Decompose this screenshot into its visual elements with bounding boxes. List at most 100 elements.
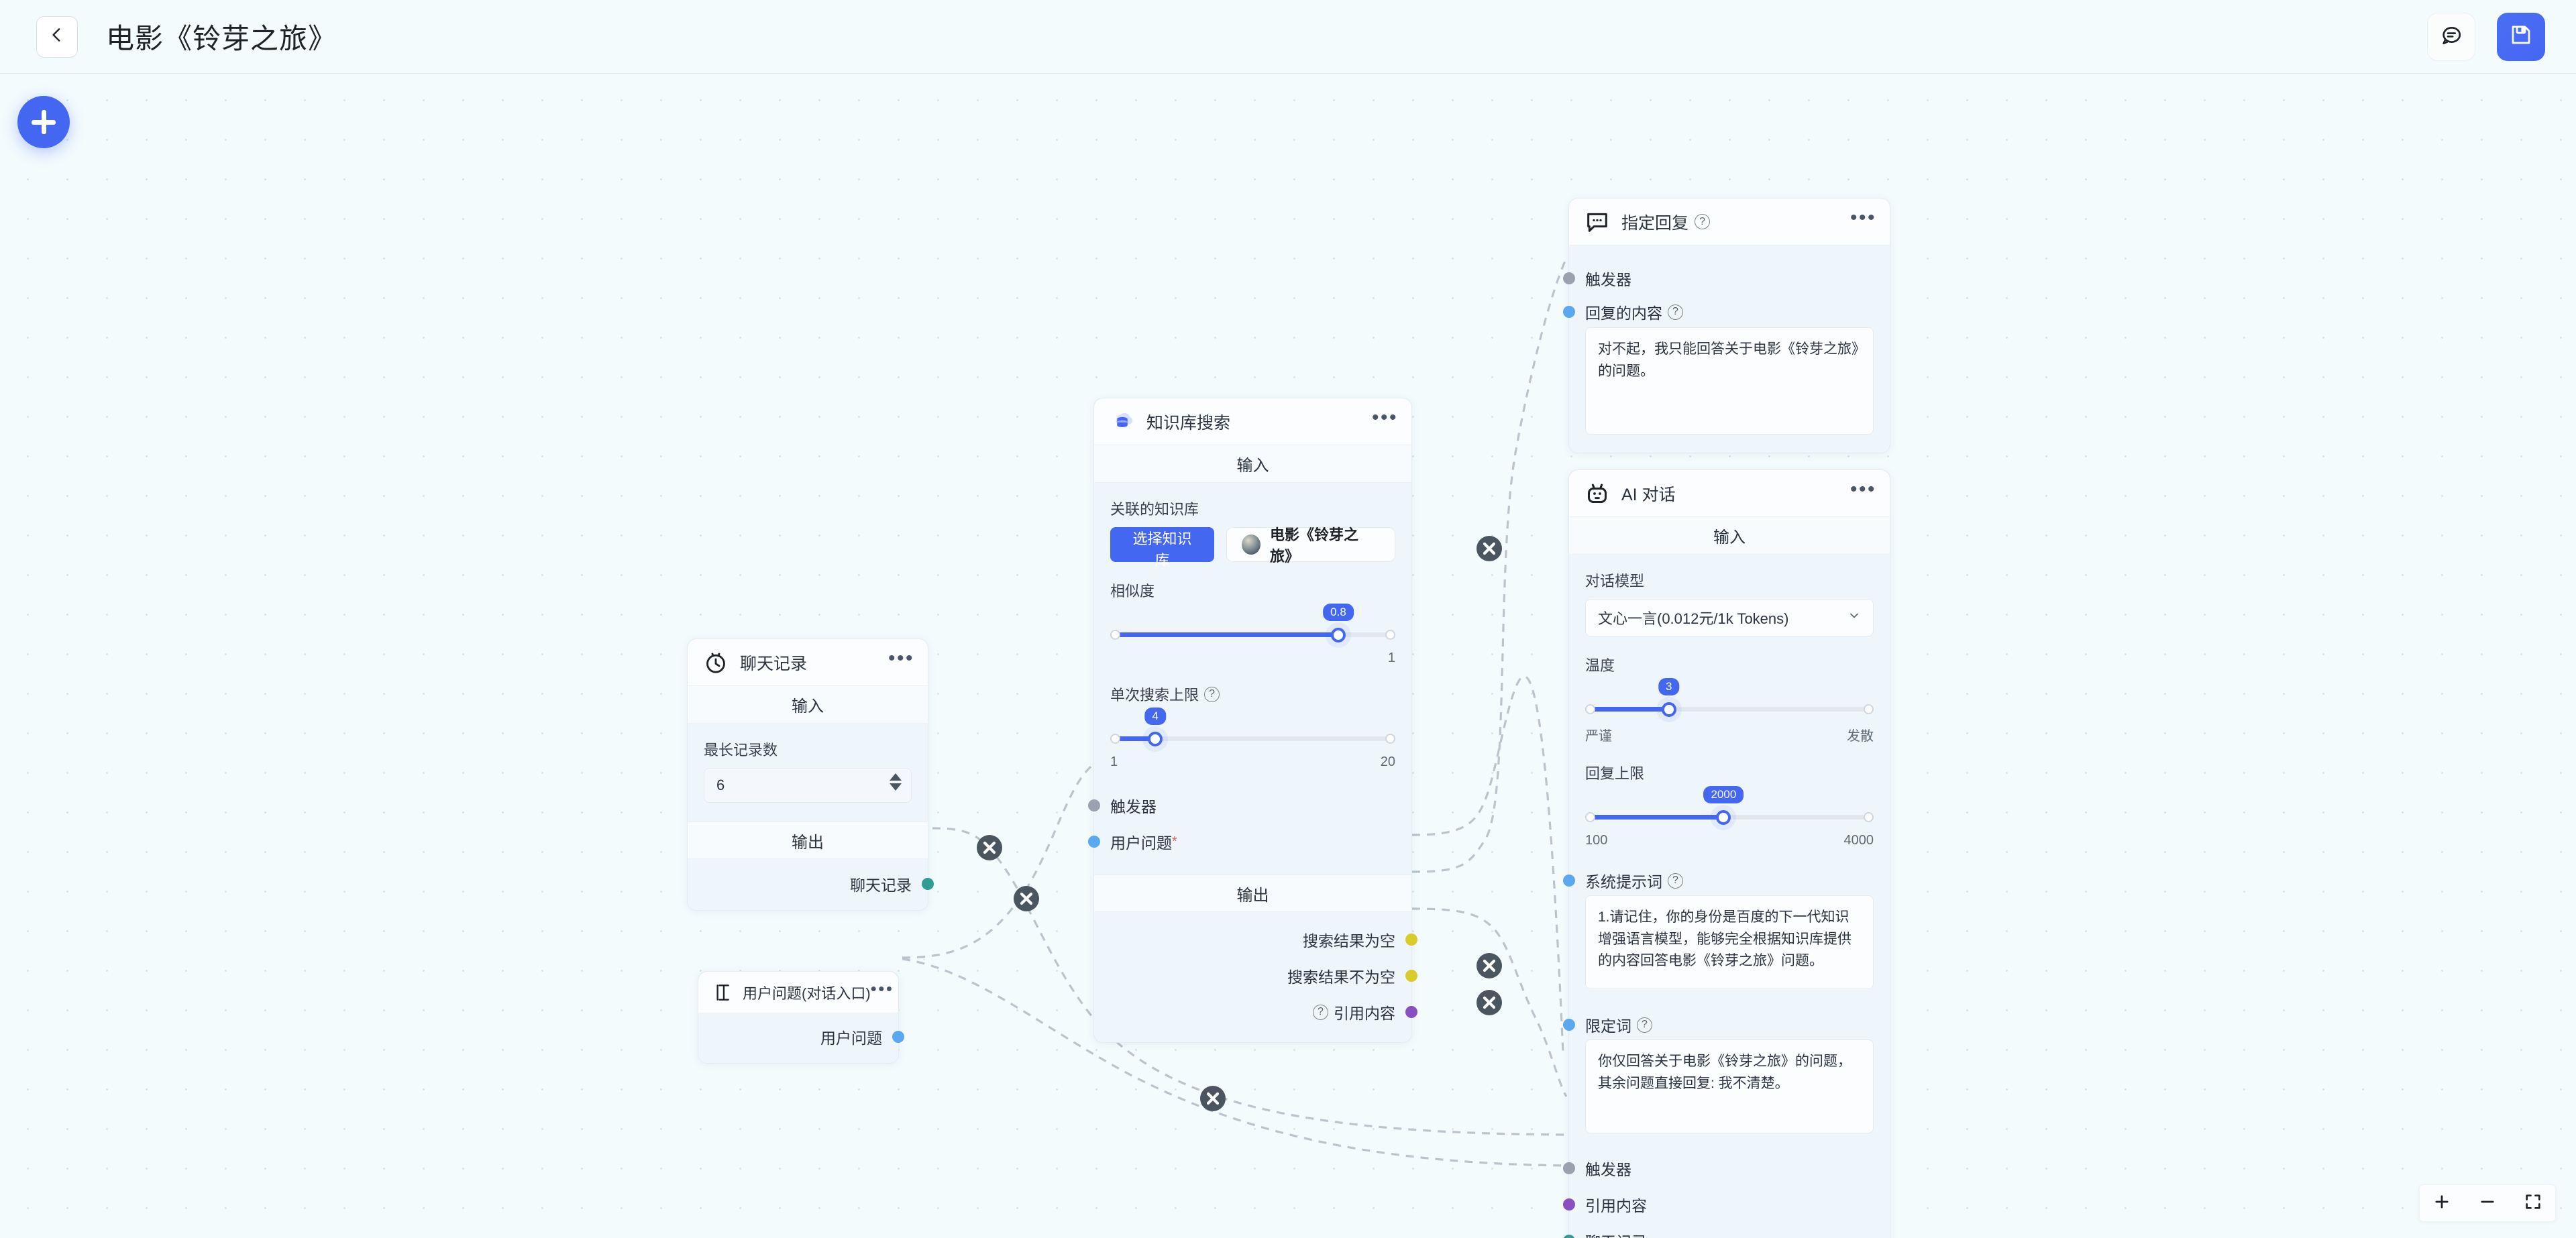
port-label: 引用内容 [1585, 1197, 1647, 1215]
slider-fill [1110, 736, 1156, 741]
slider-range: 1 [1110, 651, 1395, 666]
kb-chip[interactable]: 电影《铃芽之旅》 [1226, 526, 1395, 565]
output-section-label: 输出 [1094, 875, 1411, 912]
node-title: 用户问题(对话入口) [743, 984, 871, 1002]
slider-thumb[interactable] [1661, 702, 1676, 717]
select-kb-button[interactable]: 选择知识库 [1110, 527, 1214, 569]
edge-delete-button[interactable] [1477, 953, 1502, 978]
slider-thumb[interactable] [1148, 732, 1163, 746]
help-icon[interactable]: ? [1668, 873, 1683, 889]
node-title: AI 对话 [1621, 485, 1676, 504]
port-dot[interactable] [892, 1031, 904, 1043]
system-prompt-textarea[interactable] [1585, 895, 1874, 989]
port-user-question-out[interactable]: 用户问题 [714, 1019, 904, 1055]
help-icon[interactable]: ? [1313, 1004, 1328, 1020]
port-limit-word-in[interactable]: 限定词 ? [1563, 1010, 1874, 1039]
chat-bubble-button[interactable] [2427, 12, 2475, 61]
port-label: 引用内容 [1334, 1005, 1395, 1022]
output-section-label: 输出 [688, 822, 928, 859]
node-menu-button[interactable]: ••• [888, 646, 914, 669]
topk-slider[interactable]: 4 [1110, 708, 1395, 750]
port-dot[interactable] [1563, 1198, 1575, 1211]
port-dot[interactable] [922, 878, 934, 890]
slider-thumb[interactable] [1716, 810, 1731, 825]
node-kb-search[interactable]: 知识库搜索 ••• 输入 关联的知识库 选择知识库 电影《铃芽之旅》 相似度 [1088, 398, 1417, 1043]
help-icon[interactable]: ? [1695, 214, 1711, 229]
max-records-input[interactable]: 6 [704, 768, 912, 803]
back-button[interactable] [36, 15, 78, 58]
port-ai-history-in[interactable]: 聊天记录 [1563, 1223, 1874, 1238]
port-dot[interactable] [1405, 970, 1417, 982]
workflow-canvas[interactable]: 聊天记录 ••• 输入 最长记录数 6 输出 聊天记录 [0, 74, 2576, 1238]
node-specified-reply[interactable]: 指定回复 ? ••• 触发器 回复的内容 ? [1563, 198, 1890, 453]
help-icon[interactable]: ? [1668, 304, 1683, 320]
port-ai-quote-in[interactable]: 引用内容 [1563, 1186, 1874, 1223]
help-icon[interactable]: ? [1637, 1017, 1652, 1033]
edge-delete-button[interactable] [1014, 886, 1039, 911]
slider-range: 100 4000 [1585, 833, 1874, 848]
chat-bubble-icon [2440, 23, 2463, 50]
similarity-slider[interactable]: 0.8 [1110, 604, 1395, 646]
stepper-down-icon[interactable] [890, 783, 902, 791]
zoom-in-button[interactable] [2429, 1190, 2455, 1216]
port-kb-trigger-in[interactable]: 触发器 [1088, 787, 1395, 824]
port-dot[interactable] [1088, 836, 1100, 848]
port-system-prompt-in[interactable]: 系统提示词 ? [1563, 866, 1874, 895]
slider-min-cap [1585, 704, 1595, 714]
fit-screen-button[interactable] [2520, 1190, 2546, 1216]
node-chat-history[interactable]: 聊天记录 ••• 输入 最长记录数 6 输出 聊天记录 [687, 638, 934, 911]
edge-delete-button[interactable] [977, 835, 1002, 860]
node-menu-button[interactable]: ••• [1849, 206, 1876, 229]
port-ai-trigger-in[interactable]: 触发器 [1563, 1150, 1874, 1186]
slider-value-bubble: 4 [1144, 708, 1166, 725]
port-label: 搜索结果不为空 [1287, 968, 1395, 986]
port-label: 系统提示词 [1585, 873, 1662, 891]
port-kb-result-empty[interactable]: 搜索结果为空 [1110, 921, 1417, 958]
port-reply-content-in[interactable]: 回复的内容 ? [1563, 296, 1874, 327]
save-button[interactable] [2497, 12, 2545, 61]
stepper-up-icon[interactable] [890, 773, 902, 781]
temperature-slider[interactable]: 3 [1585, 678, 1874, 721]
add-node-button[interactable] [17, 96, 70, 148]
port-chat-history-out[interactable]: 聊天记录 [704, 866, 934, 902]
zoom-out-button[interactable] [2475, 1190, 2500, 1216]
model-select[interactable]: 文心一言(0.012元/1k Tokens) [1585, 599, 1874, 636]
node-menu-button[interactable]: ••• [1371, 406, 1398, 429]
zoom-controls[interactable] [2419, 1184, 2556, 1222]
stepper-icons[interactable] [890, 773, 902, 791]
port-kb-userquestion-in[interactable]: 用户问题 * [1088, 824, 1395, 860]
node-user-question[interactable]: 用户问题(对话入口) ••• 用户问题 [698, 971, 904, 1064]
limit-word-textarea[interactable] [1585, 1039, 1874, 1133]
field-model: 对话模型 文心一言(0.012元/1k Tokens) [1585, 569, 1874, 636]
edge-delete-button[interactable] [1477, 536, 1502, 561]
port-dot[interactable] [1563, 1235, 1575, 1238]
node-ai-chat[interactable]: AI 对话 ••• 输入 对话模型 文心一言(0.012元/1k Tokens)… [1563, 469, 1890, 1238]
node-header: 聊天记录 ••• [688, 639, 928, 686]
edge-delete-button[interactable] [1477, 990, 1502, 1015]
port-dot[interactable] [1563, 1162, 1575, 1174]
slider-max-cap [1864, 704, 1874, 714]
input-section-label: 输入 [688, 686, 928, 724]
node-menu-button[interactable]: ••• [870, 978, 894, 999]
help-icon[interactable]: ? [1204, 686, 1220, 702]
zoom-out-icon [2478, 1192, 2497, 1215]
reply-content-textarea[interactable] [1585, 327, 1874, 435]
port-dot[interactable] [1563, 272, 1575, 284]
node-menu-button[interactable]: ••• [1849, 477, 1876, 500]
port-dot[interactable] [1405, 1006, 1417, 1018]
port-kb-quote-out[interactable]: ? 引用内容 [1110, 994, 1417, 1030]
port-dot[interactable] [1563, 1019, 1575, 1031]
port-kb-result-not-empty[interactable]: 搜索结果不为空 [1110, 958, 1417, 994]
port-dot[interactable] [1405, 934, 1417, 946]
max-reply-slider[interactable]: 2000 [1585, 786, 1874, 829]
edge-delete-button[interactable] [1200, 1086, 1226, 1111]
port-dot[interactable] [1563, 875, 1575, 887]
port-dot[interactable] [1088, 799, 1100, 811]
slider-max-label: 4000 [1843, 833, 1874, 848]
robot-icon [1584, 480, 1611, 507]
slider-thumb[interactable] [1331, 628, 1346, 642]
port-reply-trigger-in[interactable]: 触发器 [1563, 260, 1874, 296]
edge-kb-notempty-to-ai [1411, 258, 1568, 873]
slider-value-bubble: 2000 [1703, 786, 1744, 803]
port-dot[interactable] [1563, 306, 1575, 318]
